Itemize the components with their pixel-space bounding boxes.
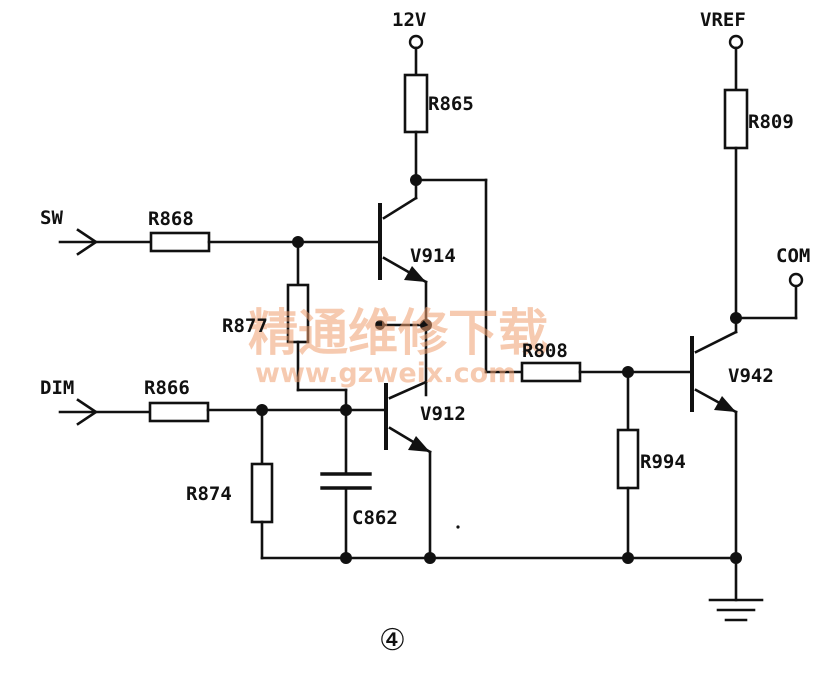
junction-emitter-tap <box>375 320 385 330</box>
junction-gnd-c862 <box>340 552 352 564</box>
v942-emitter-arrow <box>714 396 736 412</box>
terminal-12v <box>408 34 424 50</box>
v912-emitter-arrow <box>408 436 430 452</box>
resistor-r809 <box>723 88 749 150</box>
label-dim: DIM <box>40 377 74 399</box>
label-r877: R877 <box>222 315 268 337</box>
speck <box>456 525 460 529</box>
v942-collector-lead <box>694 330 738 354</box>
resistor-r868 <box>149 231 211 253</box>
label-r809: R809 <box>748 111 794 133</box>
label-sw: SW <box>40 207 63 229</box>
label-com: COM <box>776 245 810 267</box>
resistor-r866 <box>148 401 210 423</box>
resistor-r865 <box>403 73 429 134</box>
label-r808: R808 <box>522 340 568 362</box>
label-r865: R865 <box>428 93 474 115</box>
v914-emitter-arrow <box>404 266 426 282</box>
label-r874: R874 <box>186 483 232 505</box>
label-v912: V912 <box>420 403 466 425</box>
resistor-r874 <box>250 462 274 524</box>
label-v914: V914 <box>410 245 456 267</box>
label-r866: R866 <box>144 377 190 399</box>
v912-collector-lead <box>388 380 428 400</box>
label-vref: VREF <box>700 9 746 31</box>
resistor-r808 <box>520 361 582 383</box>
watermark-cn: 精通维修下载 <box>248 304 548 362</box>
label-r868: R868 <box>148 208 194 230</box>
terminal-com <box>788 272 804 288</box>
label-v942: V942 <box>728 365 774 387</box>
terminal-vref <box>728 34 744 50</box>
junction-gnd-v912 <box>424 552 436 564</box>
figure-number: ④ <box>379 623 406 658</box>
watermark-url: www.gzweix.com <box>255 358 516 389</box>
v914-collector-lead <box>382 196 418 220</box>
label-r994: R994 <box>640 451 686 473</box>
label-c862: C862 <box>352 507 398 529</box>
label-12v: 12V <box>392 9 426 31</box>
resistor-r994 <box>616 428 640 490</box>
